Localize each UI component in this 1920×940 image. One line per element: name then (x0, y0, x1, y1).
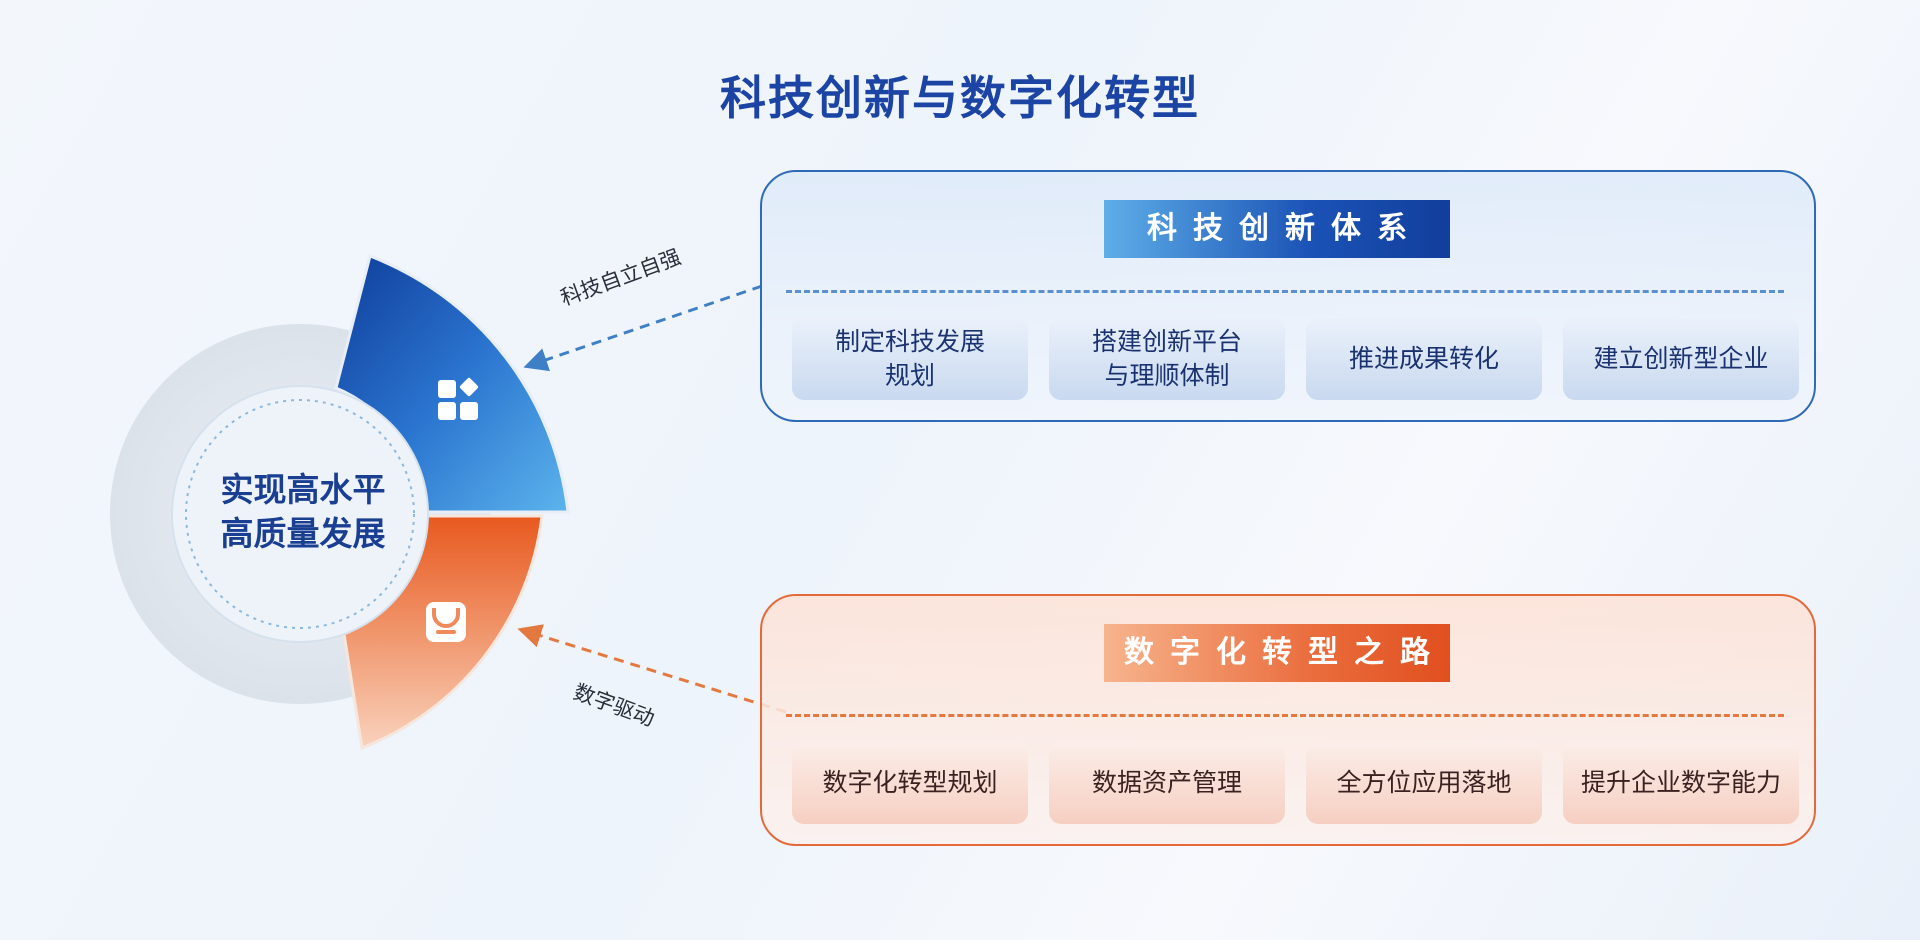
tech-innovation-panel: 科技创新体系 制定科技发展 规划 搭建创新平台 与理顺体制 推进成果转化 建立创… (760, 170, 1816, 422)
digital-panel-divider (786, 714, 1784, 717)
digital-transformation-panel: 数字化转型之路 数字化转型规划 数据资产管理 全方位应用落地 提升企业数字能力 (760, 594, 1816, 846)
center-circle (171, 385, 429, 643)
digital-item: 提升企业数字能力 (1563, 742, 1799, 824)
digital-item: 全方位应用落地 (1306, 742, 1542, 824)
tech-item: 推进成果转化 (1306, 318, 1542, 400)
page-title: 科技创新与数字化转型 (720, 71, 1200, 125)
digital-item: 数据资产管理 (1049, 742, 1285, 824)
tech-item: 建立创新型企业 (1563, 318, 1799, 400)
center-goal-text: 实现高水平 高质量发展 (172, 468, 434, 556)
tech-item: 搭建创新平台 与理顺体制 (1049, 318, 1285, 400)
tech-arrow (523, 284, 763, 372)
digital-item: 数字化转型规划 (792, 742, 1028, 824)
digital-panel-heading: 数字化转型之路 (1104, 624, 1450, 682)
center-dotted-ring (185, 399, 415, 629)
bag-icon (426, 602, 466, 642)
center-line-1: 实现高水平 (220, 470, 386, 509)
tech-panel-heading: 科技创新体系 (1104, 200, 1450, 258)
digital-arrow (517, 624, 787, 714)
apps-grid-icon (438, 377, 479, 420)
tech-item: 制定科技发展 规划 (792, 318, 1028, 400)
center-line-2: 高质量发展 (220, 514, 386, 553)
tech-panel-divider (786, 290, 1784, 293)
